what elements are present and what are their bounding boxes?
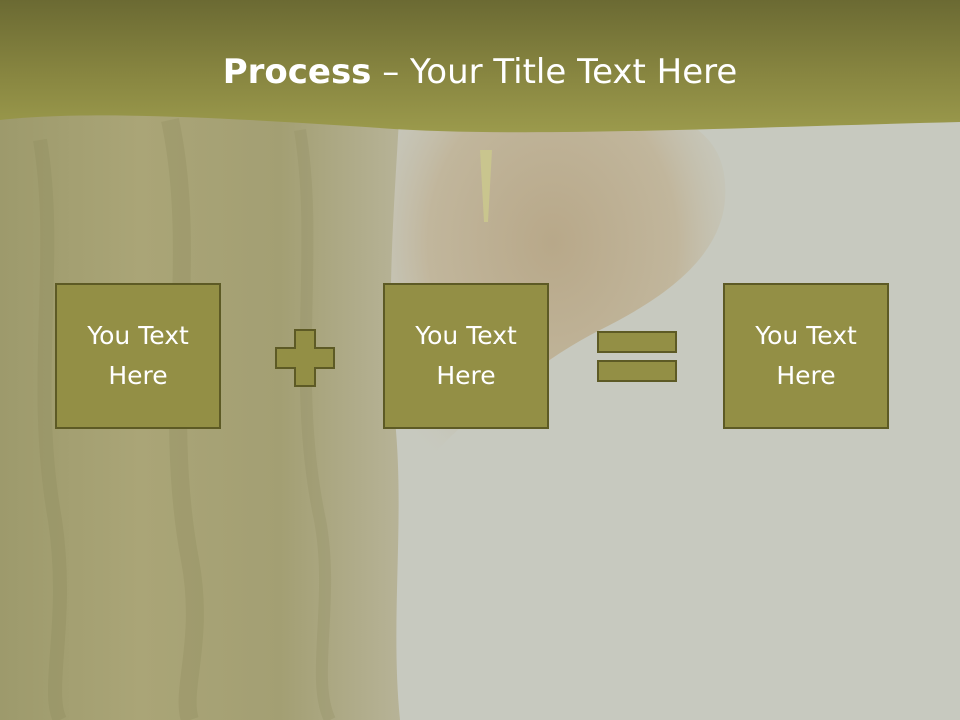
equals-icon bbox=[597, 331, 677, 382]
process-box-1[interactable]: You Text Here bbox=[55, 283, 221, 429]
process-box-3[interactable]: You Text Here bbox=[723, 283, 889, 429]
slide-title: Process – Your Title Text Here bbox=[0, 52, 960, 92]
title-bold: Process bbox=[222, 52, 372, 92]
process-box-2-text: You Text Here bbox=[415, 321, 517, 390]
title-rest: – Your Title Text Here bbox=[371, 52, 738, 92]
process-box-3-text: You Text Here bbox=[755, 321, 857, 390]
process-box-2[interactable]: You Text Here bbox=[383, 283, 549, 429]
plus-icon bbox=[275, 329, 335, 387]
process-box-1-text: You Text Here bbox=[87, 321, 189, 390]
